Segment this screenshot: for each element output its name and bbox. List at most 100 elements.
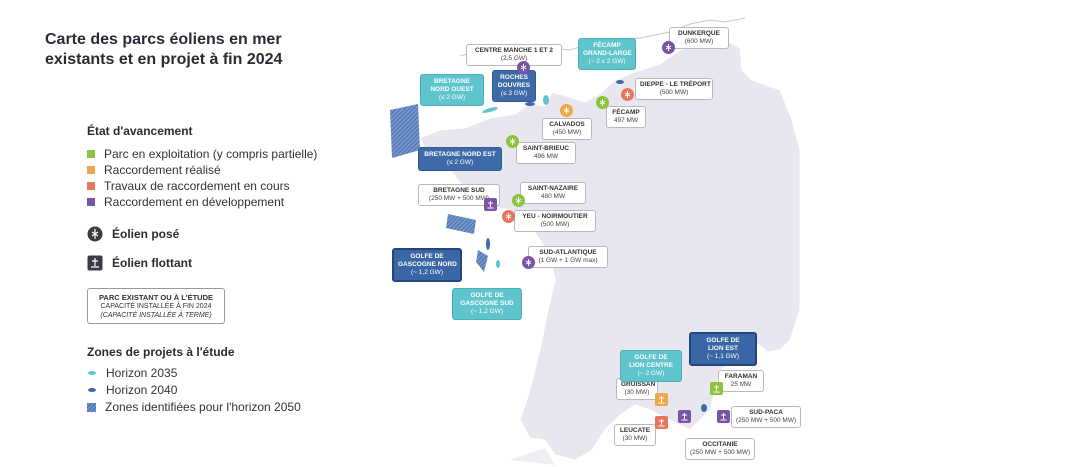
horizon-2035-icon [88,371,96,375]
legend-item-developpement: Raccordement en développement [87,195,284,209]
zone-name-2: DOUVRES [497,82,531,89]
zone-name: FÉCAMP [593,42,621,49]
site-name: LEUCATE [619,427,651,434]
zone-name-2: NORD OUEST [430,86,474,93]
zone-name-2: GRAND-LARGE [583,50,632,57]
posed-turbine-icon [502,210,515,223]
posed-turbine-icon [512,194,525,207]
site-name: SUD-ATLANTIQUE [539,249,597,256]
title-line-2: existants et en projet à fin 2024 [45,51,283,68]
site-dieppe: DIEPPE - LE TRÉPORT(500 MW) [635,78,713,100]
site-capacity: (250 MW + 500 MW) [736,417,797,424]
posed-turbine-icon [522,256,535,269]
legend-swatch [87,198,95,206]
site-capacity: 480 MW [540,193,566,200]
legend-label: Éolien flottant [112,256,192,270]
legend-swatch [87,182,95,190]
posed-turbine-icon [506,135,519,148]
horizon-2040-icon [88,388,96,392]
zone-name: GOLFE DE [634,354,668,361]
zone-2050-atlantique [446,214,476,234]
zone-name: GOLFE DE [410,253,444,260]
site-leucate: LEUCATE(30 MW) [614,424,656,446]
zone-2050-bretagne [390,104,420,158]
zone-name-2: LION CENTRE [628,362,674,369]
legend-label: Parc en exploitation (y compris partiell… [104,147,318,161]
site-bretagne-sud: BRETAGNE SUD(250 MW + 500 MW) [418,184,500,206]
site-name: GRUISSAN [621,381,656,388]
site-capacity: 496 MW [533,153,559,160]
site-yeu-noirmoutier: YEU - NOIRMOUTIER(500 MW) [514,210,596,232]
site-name: DUNKERQUE [678,30,720,37]
page-title: Carte des parcs éoliens en mer existants… [45,30,345,70]
legend-floating: Éolien flottant [87,255,192,271]
zone-name: BRETAGNE [434,78,470,85]
floating-turbine-icon [717,410,730,423]
posed-turbine-icon [596,96,609,109]
site-capacity: (500 MW) [540,221,570,228]
legend-item-exploitation: Parc en exploitation (y compris partiell… [87,147,317,161]
site-name: CENTRE MANCHE 1 ET 2 [474,47,553,54]
legend-posed: Éolien posé [87,226,179,242]
zone-bretagne-nord-est: BRETAGNE NORD EST(≤ 2 GW) [418,147,502,171]
legend-zone-2050: Zones identifiées pour l'horizon 2050 [87,400,301,414]
posed-turbine-icon [517,61,530,74]
zone-name-2: GASCOGNE SUD [460,300,514,307]
title-line-1: Carte des parcs éoliens en mer [45,31,282,48]
posed-turbine-icon [662,41,675,54]
zone-name-2: LION EST [708,345,738,352]
legend-label: Horizon 2040 [106,383,178,397]
legend-item-raccordement-realise: Raccordement réalisé [87,163,221,177]
zone-name-2: GASCOGNE NORD [398,261,457,268]
floating-turbine-icon [655,416,668,429]
legend-swatch [87,150,95,158]
zone-capacity: (≤ 3 GW) [500,90,528,97]
legend-sample-box: PARC EXISTANT OU À L'ÉTUDE CAPACITÉ INST… [87,288,225,324]
site-name: SAINT-BRIEUC [522,145,570,152]
site-name: YEU - NOIRMOUTIER [522,213,588,220]
posed-turbine-icon [621,88,634,101]
legend-zone-2040: Horizon 2040 [87,383,177,397]
zone-capacity: (~ 2 x 2 GW) [588,58,626,65]
zone-capacity: (~ 1,2 GW) [471,308,503,315]
site-capacity: (30 MW) [622,435,648,442]
site-name: OCCITANIE [702,441,738,448]
site-name: SAINT-NAZAIRE [527,185,579,192]
floating-turbine-icon [710,382,723,395]
sample-line-3: (CAPACITÉ INSTALLÉE À TERME) [100,312,212,319]
hatched-zone-icon [87,402,96,412]
zone-capacity: (~ 1,2 GW) [411,269,443,276]
site-capacity: 497 MW [613,117,639,124]
zone-capacity: (~ 2 GW) [637,370,665,377]
zone-name: GOLFE DE [706,337,740,344]
site-name: FÉCAMP [612,109,640,116]
legend-label: Zones identifiées pour l'horizon 2050 [105,400,301,414]
legend-item-travaux: Travaux de raccordement en cours [87,179,290,193]
sample-line-1: PARC EXISTANT OU À L'ÉTUDE [98,293,213,302]
site-name: BRETAGNE SUD [433,187,485,194]
site-capacity: (600 MW) [684,38,714,45]
legend-label: Raccordement en développement [104,195,285,209]
legend-label: Travaux de raccordement en cours [104,179,290,193]
zone-capacity: (~ 1,1 GW) [707,353,739,360]
floating-turbine-icon [678,410,691,423]
legend-zone-2035: Horizon 2035 [87,366,177,380]
site-occitanie: OCCITANIE(250 MW + 500 MW) [685,438,755,460]
site-capacity: (250 MW + 500 MW) [690,449,751,456]
posed-turbine-icon [87,226,103,242]
site-capacity: (30 MW) [624,389,650,396]
zone-capacity: (≤ 2 GW) [438,94,466,101]
site-capacity: (450 MW) [552,129,582,136]
legend-label: Éolien posé [112,227,180,241]
site-sud-atlantique: SUD-ATLANTIQUE(1 GW + 1 GW max) [528,246,608,268]
site-calvados: CALVADOS(450 MW) [542,118,592,140]
zone-capacity: (≤ 2 GW) [446,159,474,166]
